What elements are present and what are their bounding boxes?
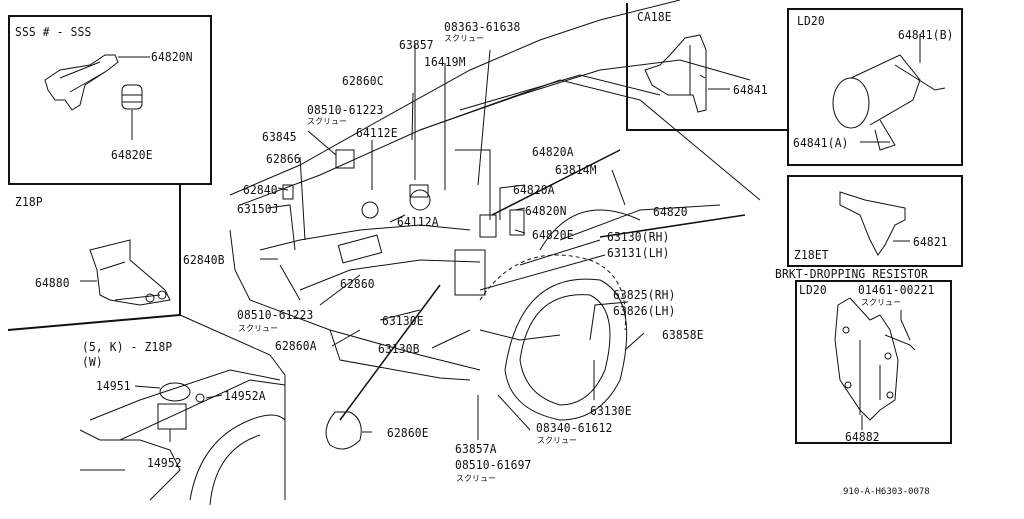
front-wheel — [479, 254, 628, 421]
part-note-screw: スクリュー — [456, 474, 496, 483]
part-label-14952[interactable]: 14952 — [147, 455, 182, 470]
part-label-64841-b[interactable]: 64841(B) — [898, 27, 954, 42]
part-label-62860c[interactable]: 62860C — [342, 73, 384, 88]
part-label-63131-lh[interactable]: 63131(LH) — [607, 245, 670, 260]
z18p-bracket-part — [89, 239, 171, 306]
part-label-63858e[interactable]: 63858E — [662, 327, 704, 342]
panel-ca18e-title: CA18E — [637, 9, 672, 24]
car-body-outline — [229, 0, 761, 381]
part-label-62840b[interactable]: 62840B — [183, 252, 225, 267]
bracket-heading: BRKT-DROPPING RESISTOR — [775, 266, 928, 281]
part-label-63130e-center[interactable]: 63130E — [382, 313, 424, 328]
sss-bracket-part — [44, 54, 119, 111]
part-label-63130b[interactable]: 63130B — [378, 341, 420, 356]
part-note-screw: スクリュー — [307, 117, 347, 126]
panel-z18et — [787, 175, 963, 267]
part-note-screw: スクリュー — [861, 298, 901, 307]
part-label-64112e[interactable]: 64112E — [356, 125, 398, 140]
part-label-62860a[interactable]: 62860A — [275, 338, 317, 353]
leader-14952a — [205, 394, 223, 399]
part-label-62866[interactable]: 62866 — [266, 151, 301, 166]
washer-tank-part — [157, 382, 205, 442]
panel-sss — [8, 15, 212, 185]
part-label-62860e[interactable]: 62860E — [387, 425, 429, 440]
part-label-63814m[interactable]: 63814M — [555, 162, 597, 177]
part-label-64880[interactable]: 64880 — [35, 275, 70, 290]
leader-14951 — [134, 385, 161, 389]
washer-divider — [179, 314, 286, 500]
panel-ld20-bottom — [795, 280, 952, 444]
part-label-16419m[interactable]: 16419M — [424, 54, 466, 69]
part-label-63857a[interactable]: 63857A — [455, 441, 497, 456]
part-label-64112a[interactable]: 64112A — [397, 214, 439, 229]
panel-z18p-title: Z18P — [15, 194, 43, 209]
part-label-14952a[interactable]: 14952A — [224, 388, 266, 403]
part-note-screw: スクリュー — [238, 324, 278, 333]
part-label-08510-61223-top[interactable]: 08510-61223 — [307, 102, 384, 117]
part-label-64820n[interactable]: 64820N — [151, 49, 193, 64]
part-label-64820[interactable]: 64820 — [653, 204, 688, 219]
part-label-64820n[interactable]: 64820N — [525, 203, 567, 218]
sss-mount-part — [121, 84, 143, 140]
part-label-64820a-upper[interactable]: 64820A — [532, 144, 574, 159]
panel-ld20-top — [787, 8, 963, 166]
part-label-63130e-right[interactable]: 63130E — [590, 403, 632, 418]
part-note-screw: スクリュー — [444, 34, 484, 43]
leader-lines — [260, 43, 746, 440]
panel-washer-title: (5, K) - Z18P — [82, 339, 173, 354]
part-label-64882[interactable]: 64882 — [845, 429, 880, 444]
part-label-14951[interactable]: 14951 — [96, 378, 131, 393]
hose-62860e-part — [325, 411, 362, 450]
part-label-64820e[interactable]: 64820E — [532, 227, 574, 242]
panel-ld20-top-title: LD20 — [797, 13, 825, 28]
part-label-63825-rh[interactable]: 63825(RH) — [613, 287, 676, 302]
part-label-63845[interactable]: 63845 — [262, 129, 297, 144]
part-label-62840[interactable]: 62840 — [243, 182, 278, 197]
panel-ld20-bottom-title: LD20 — [799, 282, 827, 297]
part-label-08510-61697[interactable]: 08510-61697 — [455, 457, 532, 472]
part-label-63150j[interactable]: 63150J — [237, 201, 279, 216]
part-label-01461-00221[interactable]: 01461-00221 — [858, 282, 935, 297]
part-label-64820e[interactable]: 64820E — [111, 147, 153, 162]
part-label-08363-61638[interactable]: 08363-61638 — [444, 19, 521, 34]
panel-washer-subtitle: (W) — [82, 354, 103, 369]
drawing-number: 910-A-H6303-0078 — [843, 487, 930, 497]
panel-sss-title: SSS # - SSS — [15, 24, 92, 39]
part-label-64841[interactable]: 64841 — [733, 82, 768, 97]
part-label-62860[interactable]: 62860 — [340, 276, 375, 291]
part-note-screw: スクリュー — [537, 436, 577, 445]
panel-z18et-title: Z18ET — [794, 247, 829, 262]
part-label-08510-61223-bottom[interactable]: 08510-61223 — [237, 307, 314, 322]
part-label-64820a-lower[interactable]: 64820A — [513, 182, 555, 197]
part-label-64841-a[interactable]: 64841(A) — [793, 135, 849, 150]
part-label-64821[interactable]: 64821 — [913, 234, 948, 249]
part-label-63826-lh[interactable]: 63826(LH) — [613, 303, 676, 318]
part-label-08340-61612[interactable]: 08340-61612 — [536, 420, 613, 435]
part-label-63130-rh[interactable]: 63130(RH) — [607, 229, 670, 244]
part-label-63857[interactable]: 63857 — [399, 37, 434, 52]
